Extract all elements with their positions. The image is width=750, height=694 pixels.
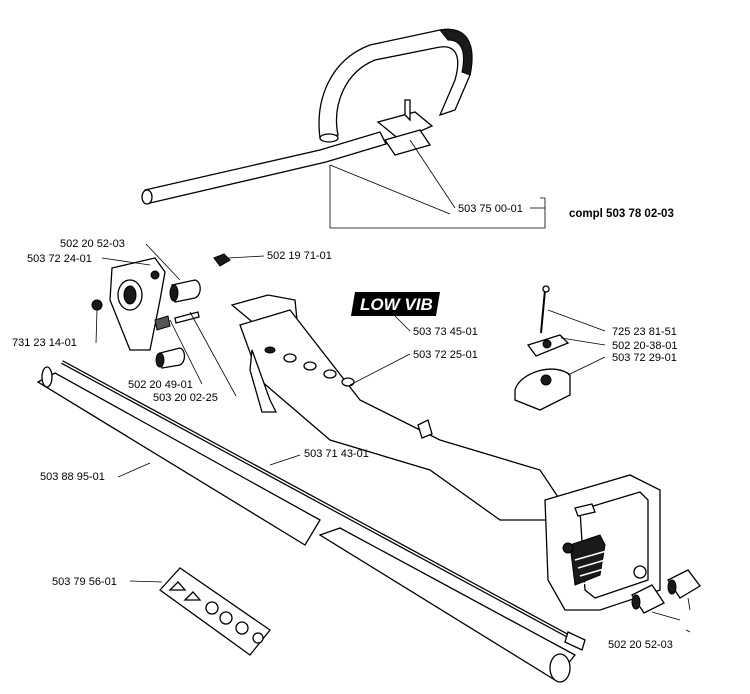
bracket-assembly xyxy=(91,257,201,369)
bolt-clamp xyxy=(514,285,571,411)
loop-handle xyxy=(141,28,473,205)
label-725-23-81-51: 725 23 81-51 xyxy=(612,326,677,338)
low-vib-logo: LOW VIB xyxy=(351,292,440,316)
label-503-72-25-01: 503 72 25-01 xyxy=(413,349,478,361)
label-503-72-29-01: 503 72 29-01 xyxy=(612,352,677,364)
label-502-19-71-01: 502 19 71-01 xyxy=(267,250,332,262)
warning-decal xyxy=(159,567,271,656)
label-731-23-14-01: 731 23 14-01 xyxy=(12,337,77,349)
label-compl-503-78-02-03: compl 503 78 02-03 xyxy=(569,208,674,220)
label-502-20-49-01: 502 20 49-01 xyxy=(128,379,193,391)
label-502-20-38-01: 502 20-38-01 xyxy=(612,340,677,352)
label-503-20-02-25: 503 20 02-25 xyxy=(153,392,218,404)
label-503-79-56-01: 503 79 56-01 xyxy=(52,576,117,588)
label-503-75-00-01: 503 75 00-01 xyxy=(458,203,523,215)
label-503-73-45-01: 503 73 45-01 xyxy=(413,326,478,338)
label-502-20-52-03-top: 502 20 52-03 xyxy=(60,238,125,250)
label-502-20-52-03-bottom: 502 20 52-03 xyxy=(608,639,673,651)
label-503-72-24-01: 503 72 24-01 xyxy=(27,253,92,265)
shaft-housing xyxy=(230,294,661,611)
label-503-88-95-01: 503 88 95-01 xyxy=(40,471,105,483)
rubber-sleeves xyxy=(631,569,701,614)
shaft-tube xyxy=(36,366,576,683)
svg-text:LOW VIB: LOW VIB xyxy=(360,295,433,314)
label-503-71-43-01: 503 71 43-01 xyxy=(304,448,369,460)
nut xyxy=(213,253,231,267)
drive-shaft xyxy=(61,360,586,651)
